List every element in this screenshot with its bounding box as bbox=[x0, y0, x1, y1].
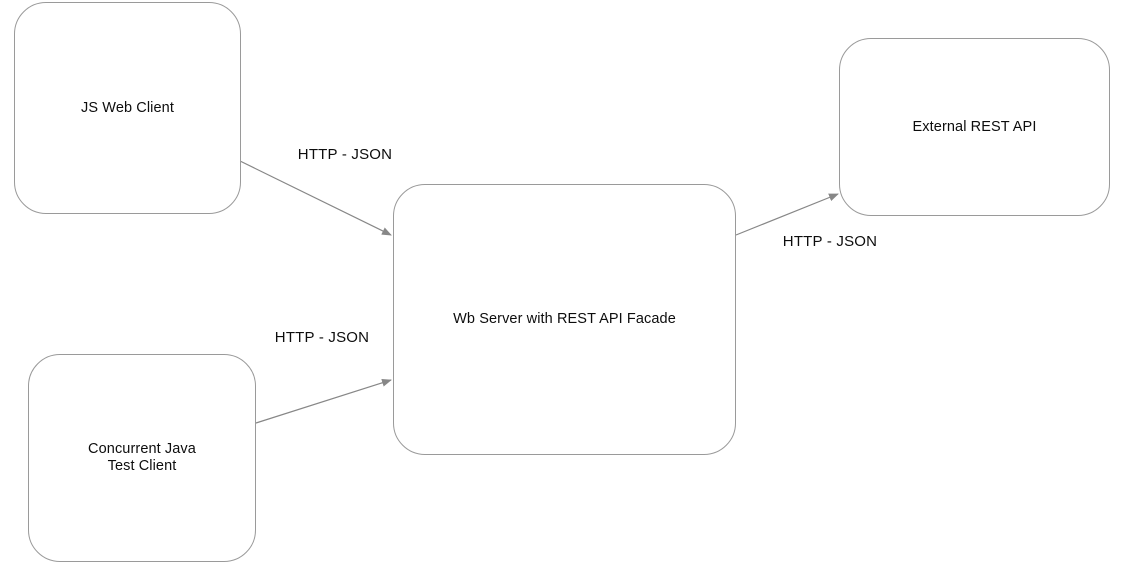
edge-server-to-external-api-line bbox=[735, 193, 839, 236]
node-concurrent-java-test-client[interactable]: Concurrent Java Test Client bbox=[28, 354, 256, 562]
edge-label-java-client-to-server: HTTP - JSON bbox=[274, 329, 370, 346]
node-js-web-client[interactable]: JS Web Client bbox=[14, 2, 241, 214]
node-web-server-rest-api-facade-label: Wb Server with REST API Facade bbox=[453, 311, 676, 327]
node-external-rest-api-label: External REST API bbox=[912, 118, 1037, 135]
edge-label-server-to-external-api: HTTP - JSON bbox=[782, 233, 878, 250]
edge-js-client-to-server-line bbox=[239, 160, 392, 236]
edge-java-client-to-server-line bbox=[255, 378, 392, 424]
node-concurrent-java-test-client-label: Concurrent Java Test Client bbox=[88, 441, 196, 474]
edge-label-js-client-to-server: HTTP - JSON bbox=[297, 146, 393, 163]
node-web-server-rest-api-facade[interactable]: Wb Server with REST API Facade bbox=[393, 184, 736, 455]
node-external-rest-api[interactable]: External REST API bbox=[839, 38, 1110, 216]
node-js-web-client-label: JS Web Client bbox=[81, 99, 174, 116]
